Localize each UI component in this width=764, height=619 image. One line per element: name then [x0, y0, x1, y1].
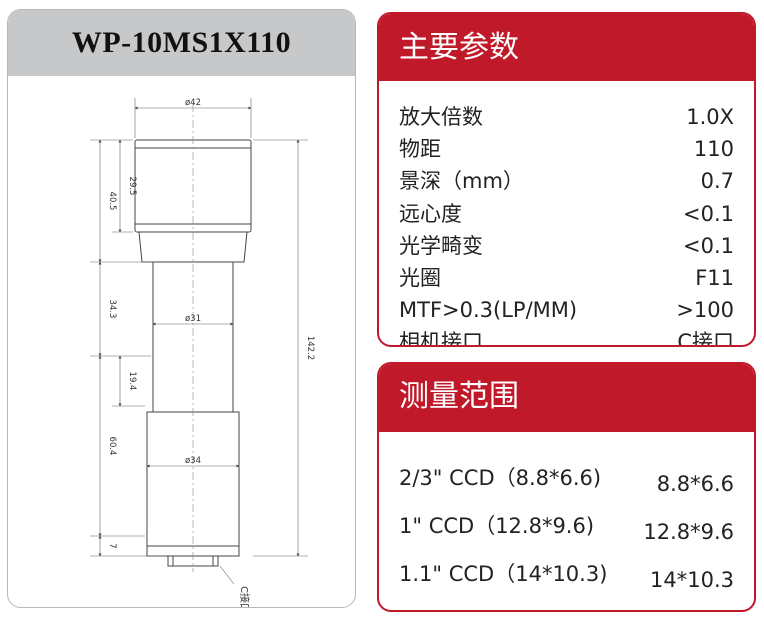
- measure-range-card: 测量范围 2/3" CCD（8.8*6.6) 8.8*6.6 1" CCD（12.8…: [377, 362, 756, 612]
- param-row-label: MTF>0.3(LP/MM): [399, 298, 578, 323]
- range-row: 1.1" CCD（14*10.3) 14*10.3: [399, 550, 734, 598]
- param-row-value: <0.1: [683, 201, 734, 226]
- param-row: 光圈 F11: [399, 262, 734, 294]
- dim-dia-top: ø42: [185, 98, 201, 108]
- param-row-label: 物距: [399, 137, 441, 162]
- range-list: 2/3" CCD（8.8*6.6) 8.8*6.6 1" CCD（12.8*9.6)…: [379, 432, 754, 598]
- dim-19-4: 19.4: [127, 372, 137, 391]
- lens-taper: [138, 231, 248, 263]
- param-row-value: C接口: [677, 330, 734, 347]
- measure-range-title: 测量范围: [379, 364, 754, 432]
- range-row-label: 1.1" CCD（14*10.3): [399, 562, 608, 586]
- param-row: 放大倍数 1.0X: [399, 101, 734, 133]
- range-row-value: 14*10.3: [650, 568, 734, 592]
- dim-40-5: 40.5: [107, 192, 117, 211]
- param-list: 放大倍数 1.0X 物距 110 景深（mm） 0.7 远心度 <0.1 光学畸变 <0.1 光圈 F…: [379, 81, 754, 347]
- model-title: WP-10MS1X110: [8, 10, 355, 76]
- param-row-label: 景深（mm）: [399, 169, 524, 194]
- range-row-value: 12.8*9.6: [643, 520, 734, 544]
- dim-7: 7: [107, 543, 117, 548]
- param-row: 光学畸变 <0.1: [399, 230, 734, 262]
- param-row-label: 放大倍数: [399, 105, 483, 129]
- param-row-value: >100: [676, 298, 734, 323]
- dim-29-5: 29.5: [127, 177, 137, 196]
- dim-total: 142.2: [305, 336, 315, 360]
- param-row-label: 光圈: [399, 265, 441, 290]
- dim-dia-low: ø34: [185, 456, 201, 466]
- c-mount-label: C接口: [238, 586, 251, 608]
- param-row-label: 远心度: [399, 201, 462, 226]
- lens-drawing-panel: WP-10MS1X110: [7, 9, 356, 608]
- param-row: 远心度 <0.1: [399, 198, 734, 230]
- dim-60-4: 60.4: [107, 437, 117, 456]
- range-row-label: 1" CCD（12.8*9.6): [399, 514, 595, 538]
- dim-dia-mid: ø31: [185, 314, 201, 324]
- main-params-card: 主要参数 放大倍数 1.0X 物距 110 景深（mm） 0.7 远心度 <0.1 光学畸变 <0…: [377, 12, 756, 347]
- range-row-label: 2/3" CCD（8.8*6.6): [399, 466, 602, 490]
- dim-34-3: 34.3: [107, 300, 117, 319]
- param-row: 景深（mm） 0.7: [399, 165, 734, 197]
- main-params-title: 主要参数: [379, 14, 754, 81]
- param-row-value: 110: [693, 137, 734, 162]
- lens-dimension-drawing: ø42 ø31 ø34 29.5 40.5 34.3 19.4 60.4 7 1…: [90, 98, 315, 608]
- param-row: MTF>0.3(LP/MM) >100: [399, 294, 734, 326]
- param-row-label: 相机接口: [399, 330, 483, 347]
- param-row: 物距 110: [399, 133, 734, 165]
- param-row: 相机接口 C接口: [399, 326, 734, 347]
- range-row: 2/3" CCD（8.8*6.6) 8.8*6.6: [399, 454, 734, 502]
- range-row: 1" CCD（12.8*9.6) 12.8*9.6: [399, 502, 734, 550]
- param-row-label: 光学畸变: [399, 233, 483, 258]
- param-row-value: <0.1: [683, 233, 734, 258]
- param-row-value: 0.7: [700, 169, 734, 194]
- range-row-value: 8.8*6.6: [656, 472, 734, 496]
- param-row-value: F11: [695, 265, 734, 290]
- param-row-value: 1.0X: [686, 105, 734, 129]
